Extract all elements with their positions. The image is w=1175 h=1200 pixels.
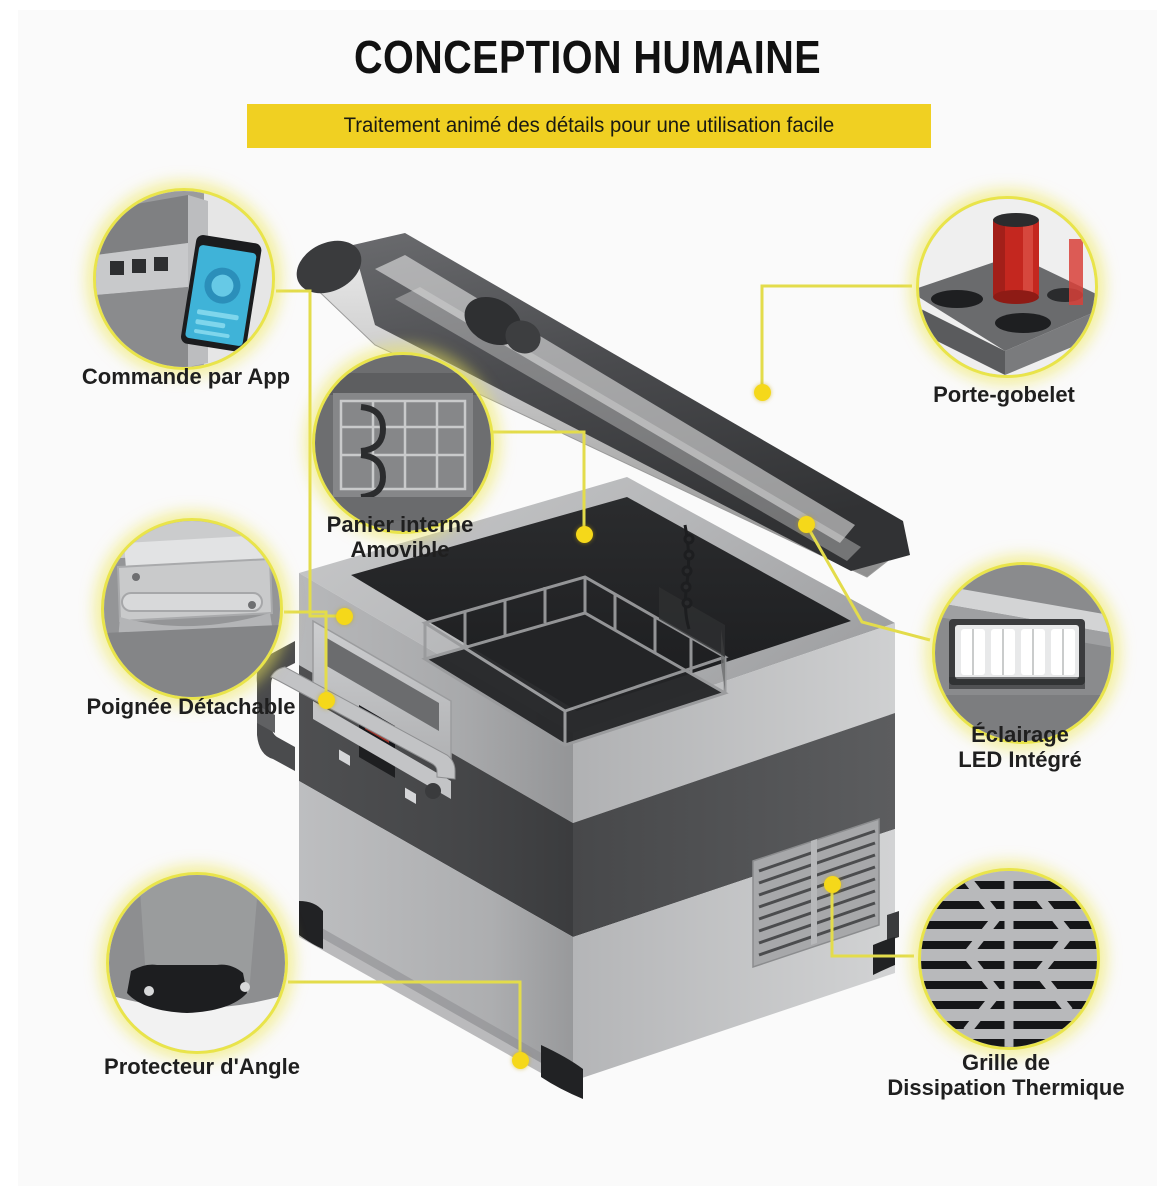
handle-icon [104, 521, 280, 697]
callout-circle-basket [312, 352, 494, 534]
corner-guard-icon [109, 875, 285, 1051]
page-title: CONCEPTION HUMAINE [353, 31, 822, 83]
callout-label-app-control: Commande par App [81, 364, 291, 389]
callout-circle-led [932, 562, 1114, 744]
leader-handle [284, 610, 328, 700]
product-image [255, 225, 935, 1125]
wire-basket-icon [315, 355, 491, 531]
hotspot-dot-cup-holder[interactable] [754, 384, 771, 401]
callout-circle-handle [101, 518, 283, 700]
vent-grille-icon [921, 871, 1097, 1047]
hotspot-dot-basket[interactable] [576, 526, 593, 543]
chain-icon [680, 524, 695, 630]
callout-label-corner: Protecteur d'Angle [104, 1054, 300, 1079]
vent-grille-icon [752, 817, 899, 969]
hotspot-dot-handle[interactable] [318, 692, 335, 709]
callout-circle-cup-holder [916, 196, 1098, 378]
callout-circle-corner [106, 872, 288, 1054]
product-svg [256, 233, 910, 1099]
smartphone-icon [96, 191, 272, 367]
hotspot-dot-corner[interactable] [512, 1052, 529, 1069]
leader-cup-holder [760, 284, 912, 392]
leader-corner [288, 980, 522, 1060]
leader-grille [830, 892, 914, 958]
cup-holder-icon [919, 199, 1095, 375]
lid-group [296, 233, 910, 578]
callout-label-basket: Panier interne Amovible [326, 512, 474, 563]
hotspot-dot-app-control[interactable] [336, 608, 353, 625]
hotspot-dot-grille[interactable] [824, 876, 841, 893]
body-group [256, 477, 899, 1099]
hotspot-dot-led[interactable] [798, 516, 815, 533]
callout-label-cup-holder: Porte-gobelet [933, 382, 1075, 407]
leader-basket [492, 430, 586, 534]
callout-label-grille: Grille de Dissipation Thermique [887, 1050, 1125, 1101]
callout-label-handle: Poignée Détachable [86, 694, 296, 719]
callout-circle-grille [918, 868, 1100, 1050]
subtitle-text: Traitement animé des détails pour une ut… [343, 114, 835, 137]
led-light-icon [935, 565, 1111, 741]
callout-label-led: Éclairage LED Intégré [958, 722, 1082, 773]
callout-circle-app-control [93, 188, 275, 370]
subtitle-banner: Traitement animé des détails pour une ut… [247, 104, 931, 148]
leader-led [804, 523, 931, 642]
